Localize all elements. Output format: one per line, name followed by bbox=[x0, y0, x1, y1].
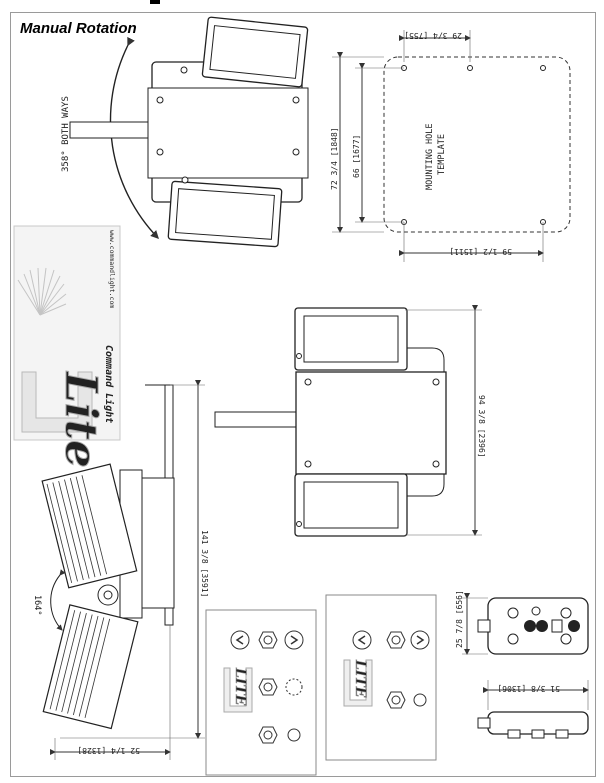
lower-fin-head bbox=[42, 604, 139, 730]
logo-c-shape bbox=[21, 371, 93, 433]
template-dim-top: 29 3/4 [755] bbox=[404, 31, 462, 40]
rotation-arc bbox=[109, 36, 159, 240]
control-panel-card-2: LITE bbox=[325, 594, 437, 761]
page-title: Manual Rotation bbox=[20, 20, 137, 37]
housing-center bbox=[147, 87, 309, 179]
rotation-label: 358° BOTH WAYS bbox=[61, 96, 71, 172]
template-label-2: TEMPLATE bbox=[437, 134, 447, 175]
logo-company: Command Light bbox=[103, 345, 115, 423]
remote-dim-depth: 25 7/8 [656] bbox=[455, 590, 464, 648]
side-dim-width: 52 1/4 [1328] bbox=[77, 746, 140, 755]
rotation-top-view: 358° BOTH WAYS bbox=[61, 16, 309, 248]
front-view: 94 3/8 [2396] bbox=[214, 305, 486, 537]
svg-text:LITE: LITE bbox=[232, 667, 248, 706]
svg-text:LITE: LITE bbox=[352, 659, 368, 698]
front-bottom-head bbox=[294, 473, 408, 537]
side-dim-height: 141 3/8 [3591] bbox=[200, 530, 209, 597]
remote-control: 25 7/8 [656] 51 3/8 [1306] bbox=[455, 590, 589, 739]
template-outline bbox=[383, 56, 571, 233]
logo-url: www.commandlight.com bbox=[108, 230, 116, 308]
top-edge bbox=[0, 0, 604, 7]
side-bracket bbox=[139, 477, 175, 609]
template-label-1: MOUNTING HOLE bbox=[425, 123, 435, 190]
remote-dim-length: 51 3/8 [1306] bbox=[497, 684, 560, 693]
logo-brand: Lite bbox=[55, 370, 106, 468]
bottom-light-head bbox=[167, 180, 283, 248]
top-light-head bbox=[201, 16, 309, 88]
top-mark bbox=[150, 0, 160, 4]
page-frame bbox=[10, 12, 596, 777]
template-dim-height-inner: 66 [1677] bbox=[352, 135, 361, 178]
logo-sunburst bbox=[17, 267, 67, 316]
mounting-template: MOUNTING HOLE TEMPLATE 29 3/4 [755] 72 3… bbox=[330, 30, 571, 262]
upper-fin-head bbox=[41, 463, 138, 589]
control-panel-card-1: LITE bbox=[205, 609, 317, 776]
mast-arm bbox=[69, 121, 161, 139]
front-dim-depth: 94 3/8 [2396] bbox=[477, 395, 486, 458]
front-body bbox=[295, 371, 447, 475]
front-arm bbox=[214, 411, 301, 428]
tilt-label: 164° bbox=[32, 595, 42, 615]
side-tilt-view: 164° 141 3/8 [3591] 52 1/4 [1328] bbox=[32, 380, 209, 760]
template-dim-height-outer: 72 3/4 [1848] bbox=[330, 127, 339, 190]
brand-logo-panel: Lite Command Light www.commandlight.com bbox=[13, 225, 121, 468]
front-top-head bbox=[294, 307, 408, 371]
template-dim-width: 59 1/2 [1511] bbox=[449, 247, 512, 256]
